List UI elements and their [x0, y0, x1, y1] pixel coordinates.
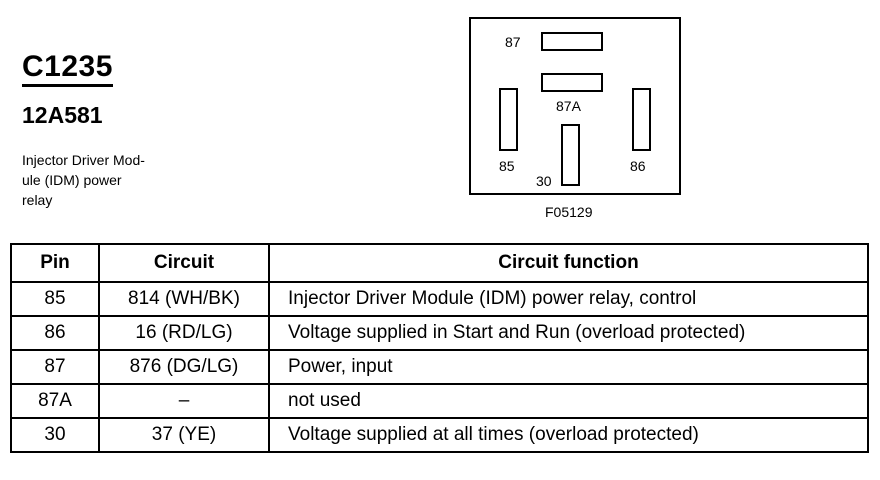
pin-cell: 86 — [10, 315, 100, 351]
function-cell: Voltage supplied at all times (overload … — [268, 417, 869, 453]
function-cell: Injector Driver Module (IDM) power relay… — [268, 281, 869, 317]
relay-connector-diagram: 87 87A 85 86 30 — [469, 17, 681, 195]
function-cell: Power, input — [268, 349, 869, 385]
connector-description: Injector Driver Mod- ule (IDM) power rel… — [22, 150, 182, 210]
pin-label-87: 87 — [505, 34, 521, 50]
circuit-cell: 814 (WH/BK) — [98, 281, 270, 317]
column-header-function: Circuit function — [268, 243, 869, 283]
pin-cell: 30 — [10, 417, 100, 453]
function-cell: Voltage supplied in Start and Run (overl… — [268, 315, 869, 351]
connector-id: C1235 — [22, 50, 113, 87]
terminal-85 — [499, 88, 518, 151]
part-number: 12A581 — [22, 102, 103, 128]
pin-cell: 85 — [10, 281, 100, 317]
terminal-86 — [632, 88, 651, 151]
pin-label-30: 30 — [536, 173, 552, 189]
table-row: 85 814 (WH/BK) Injector Driver Module (I… — [10, 281, 869, 317]
pin-table: Pin Circuit Circuit function 85 814 (WH/… — [10, 243, 869, 453]
circuit-cell: 16 (RD/LG) — [98, 315, 270, 351]
circuit-cell: 37 (YE) — [98, 417, 270, 453]
table-row: 87 876 (DG/LG) Power, input — [10, 349, 869, 385]
pin-cell: 87 — [10, 349, 100, 385]
description-line: Injector Driver Mod- — [22, 152, 145, 168]
figure-code: F05129 — [545, 204, 593, 220]
description-line: ule (IDM) power — [22, 172, 122, 188]
pin-cell: 87A — [10, 383, 100, 419]
function-cell: not used — [268, 383, 869, 419]
column-header-circuit: Circuit — [98, 243, 270, 283]
column-header-pin: Pin — [10, 243, 100, 283]
table-row: 86 16 (RD/LG) Voltage supplied in Start … — [10, 315, 869, 351]
pin-label-87a: 87A — [556, 98, 581, 114]
terminal-87a — [541, 73, 603, 92]
table-row: 87A – not used — [10, 383, 869, 419]
terminal-30 — [561, 124, 580, 186]
pin-label-86: 86 — [630, 158, 646, 174]
table-header-row: Pin Circuit Circuit function — [10, 243, 869, 283]
pin-label-85: 85 — [499, 158, 515, 174]
terminal-87 — [541, 32, 603, 51]
circuit-cell: 876 (DG/LG) — [98, 349, 270, 385]
circuit-cell: – — [98, 383, 270, 419]
table-row: 30 37 (YE) Voltage supplied at all times… — [10, 417, 869, 453]
description-line: relay — [22, 192, 53, 208]
